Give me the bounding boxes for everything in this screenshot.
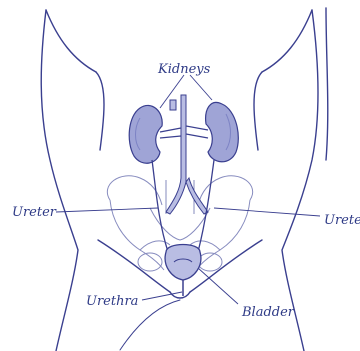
label-bladder: Bladder (241, 305, 295, 320)
right-kidney (206, 102, 239, 161)
left-kidney (129, 105, 162, 163)
label-ureter-right: Ureter (324, 213, 360, 228)
label-kidneys: Kidneys (157, 62, 211, 77)
label-ureter-left: Ureter (12, 205, 57, 220)
bladder (165, 245, 201, 281)
label-urethra: Urethra (86, 294, 138, 309)
